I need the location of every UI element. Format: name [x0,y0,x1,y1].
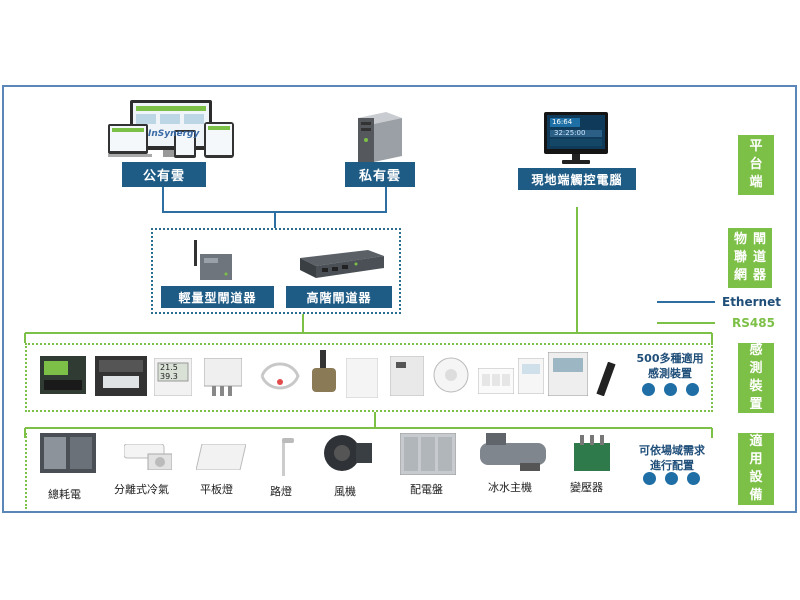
side-label-equipment-char-3: 設 [749,470,763,485]
equipment-panel-light-image [195,443,247,471]
sensor-current-clamp [310,350,340,398]
side-label-platform-char-3: 端 [749,175,763,190]
sensor-note-line2: 感測裝置 [648,367,692,380]
side-label-equipment-char-4: 備 [749,488,763,503]
advanced-gateway-label: 高階閘道器 [286,286,392,308]
equipment-switchboard-image [399,432,457,476]
equipment-label-transformer: 變壓器 [570,481,603,494]
equipment-fan-image [320,433,372,475]
private-cloud-server-image [352,110,404,165]
side-label-iot-char-2: 聯 [733,250,747,265]
side-label-equipment: 適 用 設 備 [738,433,774,505]
diagram-frame [2,85,797,513]
equipment-note-line1: 可依場域需求 [639,444,705,457]
equipment-note-line2: 進行配置 [650,459,694,472]
side-label-sensing: 感 測 裝 置 [738,343,774,413]
equipment-label-total-power: 總耗電 [48,488,81,501]
side-label-gateway-char-1: 閘 [753,232,767,247]
sensor-note: 500多種適用 感測裝置 [630,351,710,381]
legend-rs485-text: RS485 [732,316,775,330]
dot [665,472,678,485]
sensor-display-humidity: 39.3 [160,372,178,381]
equipment-note: 可依場域需求 進行配置 [630,443,714,473]
dot [687,472,700,485]
side-label-platform-char-1: 平 [749,139,763,154]
advanced-gateway-image [296,246,386,282]
equipment-label-chiller: 冰水主機 [488,481,532,494]
touch-pc-monitor-image: 16:64 32:25:00 [544,112,608,166]
light-gateway-image [190,240,238,282]
sensor-switch-panel [477,367,515,395]
legend-ethernet-text: Ethernet [722,295,781,309]
equipment-chiller-image [480,433,546,473]
equipment-label-panel-light: 平板燈 [200,483,233,496]
equipment-street-light-image [272,436,296,476]
equipment-label-fan: 風機 [334,485,356,498]
sensor-more-dots [642,383,699,396]
sensor-thermostat [517,357,545,395]
side-label-platform-char-2: 台 [749,157,763,172]
equipment-group-box [25,433,713,509]
light-gateway-label: 輕量型閘道器 [161,286,274,308]
equipment-split-ac-image [123,443,173,471]
sensor-wall-unit [345,357,379,399]
touch-screen-value-1: 16:64 [552,118,573,126]
public-cloud-label: 公有雲 [122,162,206,187]
sensor-display-temp: 21.5 [160,363,178,372]
sensor-ceiling-detector [432,356,470,394]
equipment-label-street-light: 路燈 [270,485,292,498]
side-label-gateway-char-3: 器 [753,268,767,283]
sensor-power-meter-a [40,356,86,394]
equipment-label-switchboard: 配電盤 [410,483,443,496]
dot [642,383,655,396]
sensor-power-meter-b [95,356,147,396]
dot [686,383,699,396]
side-label-iot-char-3: 網 [733,268,747,283]
side-label-sensing-char-4: 置 [749,397,763,412]
dot [643,472,656,485]
sensor-analyzer [547,351,589,397]
side-label-sensing-char-1: 感 [749,343,763,358]
side-label-sensing-char-2: 測 [749,361,763,376]
touch-screen-value-2: 32:25:00 [554,129,586,137]
side-label-sensing-char-3: 裝 [749,379,763,394]
private-cloud-label: 私有雲 [345,162,415,187]
sensor-smoke-box [389,355,425,397]
sensor-probe-rod [592,361,620,397]
equipment-power-cabinet-image [40,433,96,473]
equipment-label-split-ac: 分離式冷氣 [114,483,169,496]
sensor-temperature-probe [258,356,302,396]
touch-pc-label: 現地端觸控電腦 [518,168,636,190]
sensor-note-line1: 500多種適用 [636,352,704,365]
sensor-transmitter [203,357,243,398]
side-label-iot-char-1: 物 [733,232,747,247]
dot [664,383,677,396]
equipment-transformer-image [572,433,612,473]
side-label-iot-gateway: 物 聯 網 閘 道 器 [728,228,772,288]
sensor-group-box [25,343,713,412]
brand-logo: InSynergy [148,129,200,139]
public-cloud-devices-image: InSynergy [106,100,236,160]
gateway-group-box [151,228,401,314]
equipment-more-dots [643,472,700,485]
side-label-equipment-char-2: 用 [749,452,763,467]
side-label-gateway-char-2: 道 [753,250,767,265]
sensor-thermo-hygrometer: 21.5 39.3 [153,357,193,397]
side-label-equipment-char-1: 適 [749,434,763,449]
side-label-platform: 平 台 端 [738,135,774,195]
